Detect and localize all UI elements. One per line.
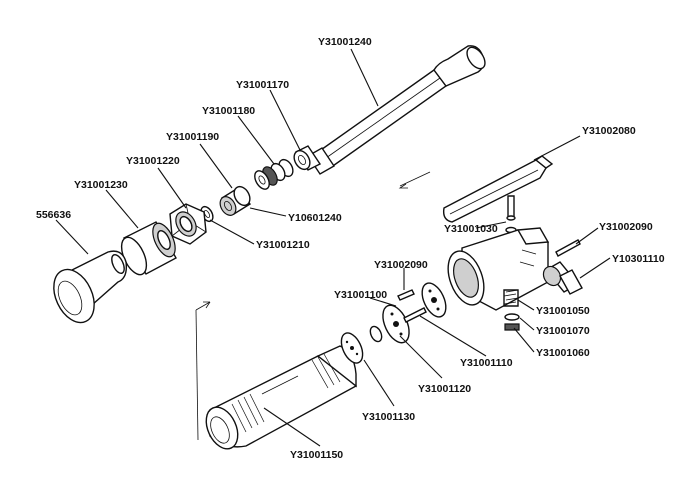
part-collar — [293, 145, 322, 171]
label-y31001220: Y31001220 — [126, 155, 180, 167]
label-y31002080: Y31002080 — [582, 125, 636, 137]
part-rod — [307, 45, 486, 175]
label-y31001110: Y31001110 — [460, 357, 513, 369]
assembly-lines — [195, 171, 431, 441]
label-y31001030: Y31001030 — [444, 223, 498, 235]
label-y31001150: Y31001150 — [290, 449, 343, 461]
label-y31001050: Y31001050 — [536, 305, 590, 317]
part-rotor-disc — [421, 282, 447, 318]
part-lever — [442, 155, 554, 223]
part-valve-plate — [382, 304, 410, 344]
part-small-pin-right — [555, 239, 581, 257]
part-handle-grip — [53, 250, 128, 324]
part-labels: Y31001240 Y31001170 Y31001180 Y31001190 … — [36, 36, 665, 461]
label-y31001180: Y31001180 — [202, 105, 255, 117]
part-washer-stack — [254, 158, 294, 190]
part-small-ring — [369, 325, 383, 343]
part-air-fitting — [542, 261, 583, 295]
part-cylinder-body — [205, 345, 357, 450]
label-y31001120: Y31001120 — [418, 383, 471, 395]
part-threaded-cap — [120, 221, 177, 276]
label-y31001210: Y31001210 — [256, 239, 310, 251]
label-y31001100: Y31001100 — [334, 289, 387, 301]
part-bushing — [219, 185, 252, 216]
part-valve-spring — [503, 289, 519, 307]
part-hex-nut — [169, 203, 207, 245]
part-lever-pin — [505, 195, 517, 234]
label-y31002090-right: Y31002090 — [599, 221, 653, 233]
label-y31001230: Y31001230 — [74, 179, 128, 191]
part-plate-pin — [403, 307, 427, 323]
part-valve-housing — [447, 227, 550, 311]
label-y31001240: Y31001240 — [318, 36, 372, 48]
label-y10601240: Y10601240 — [288, 212, 342, 224]
label-y31001060: Y31001060 — [536, 347, 590, 359]
label-556636: 556636 — [36, 209, 71, 221]
label-y31001070: Y31001070 — [536, 325, 590, 337]
part-disc-plate — [340, 332, 364, 364]
label-y31001130: Y31001130 — [362, 411, 415, 423]
part-valve-cap — [504, 323, 520, 331]
label-y31001190: Y31001190 — [166, 131, 219, 143]
label-y10301110: Y10301110 — [612, 253, 665, 265]
label-y31001170: Y31001170 — [236, 79, 289, 91]
label-y31002090-left: Y31002090 — [374, 259, 428, 271]
part-small-pin-left — [397, 289, 415, 301]
leader-lines — [55, 48, 611, 447]
part-valve-ring — [504, 313, 520, 321]
